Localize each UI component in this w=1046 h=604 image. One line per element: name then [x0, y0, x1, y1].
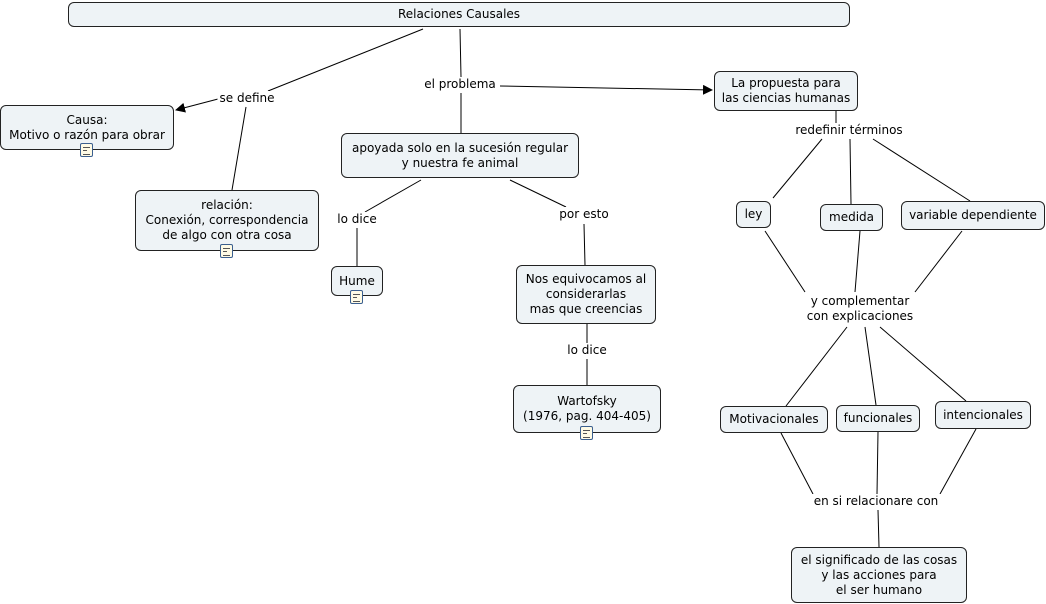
link-redefinir-ley [772, 138, 823, 199]
linking-phrase-por-esto[interactable]: por esto [557, 207, 611, 222]
linking-phrase-lo-dice-hume[interactable]: lo dice [335, 212, 379, 227]
linking-phrase-lo-dice-wartofsky[interactable]: lo dice [565, 343, 609, 358]
concept-motivacionales[interactable]: Motivacionales [720, 406, 828, 433]
concept-nos-equivocamos[interactable]: Nos equivocamos al considerarlas mas que… [516, 265, 656, 324]
link-complementar-motivacionales [785, 326, 848, 407]
document-icon[interactable] [80, 143, 93, 157]
concept-propuesta[interactable]: La propuesta para las ciencias humanas [714, 71, 858, 111]
concept-ley[interactable]: ley [736, 201, 771, 228]
concept-wartofsky[interactable]: Wartofsky (1976, pag. 404-405) [513, 385, 661, 433]
link-funcionales-relacionare [876, 431, 879, 495]
linking-phrase-el-problema[interactable]: el problema [422, 77, 498, 92]
concept-apoyada[interactable]: apoyada solo en la sucesión regular y nu… [341, 133, 579, 178]
linking-phrase-relacionare[interactable]: en si relacionare con [811, 494, 941, 509]
link-apoyada-por-esto [509, 179, 567, 208]
linking-phrase-complementar[interactable]: y complementar con explicaciones [804, 294, 916, 324]
link-redefinir-variable [872, 138, 971, 202]
link-medida-complementar [854, 230, 861, 293]
concept-funcionales[interactable]: funcionales [836, 405, 920, 432]
link-root-el-problema [459, 28, 462, 78]
linking-phrase-se-define[interactable]: se define [217, 91, 277, 106]
link-por-esto-nos [583, 223, 586, 266]
link-se-define-causa [175, 98, 219, 113]
concept-medida[interactable]: medida [820, 204, 883, 231]
link-el-problema-propuesta [499, 84, 713, 95]
link-se-define-relacion [231, 106, 247, 191]
linking-phrase-redefinir[interactable]: redefinir términos [793, 123, 905, 138]
document-icon[interactable] [350, 290, 363, 304]
document-icon[interactable] [220, 244, 233, 258]
concept-relacion[interactable]: relación: Conexión, correspondencia de a… [135, 190, 319, 251]
link-complementar-intencionales [879, 326, 967, 402]
link-variable-complementar [914, 230, 963, 293]
concept-variable-dependiente[interactable]: variable dependiente [901, 201, 1045, 230]
concept-causa[interactable]: Causa: Motivo o razón para obrar [0, 105, 174, 150]
link-apoyada-lo-dice [364, 179, 422, 213]
link-complementar-funcionales [864, 326, 877, 406]
link-redefinir-medida [849, 138, 852, 205]
link-motivacionales-relacionare [780, 432, 814, 495]
document-icon[interactable] [580, 426, 593, 440]
link-ley-complementar [764, 230, 806, 293]
root-concept-title[interactable]: Relaciones Causales [68, 2, 850, 27]
link-relacionare-significado [877, 509, 880, 548]
link-intencionales-relacionare [939, 428, 977, 495]
concept-intencionales[interactable]: intencionales [935, 401, 1031, 429]
link-root-se-define [267, 28, 424, 92]
concept-significado[interactable]: el significado de las cosas y las accion… [791, 547, 967, 603]
